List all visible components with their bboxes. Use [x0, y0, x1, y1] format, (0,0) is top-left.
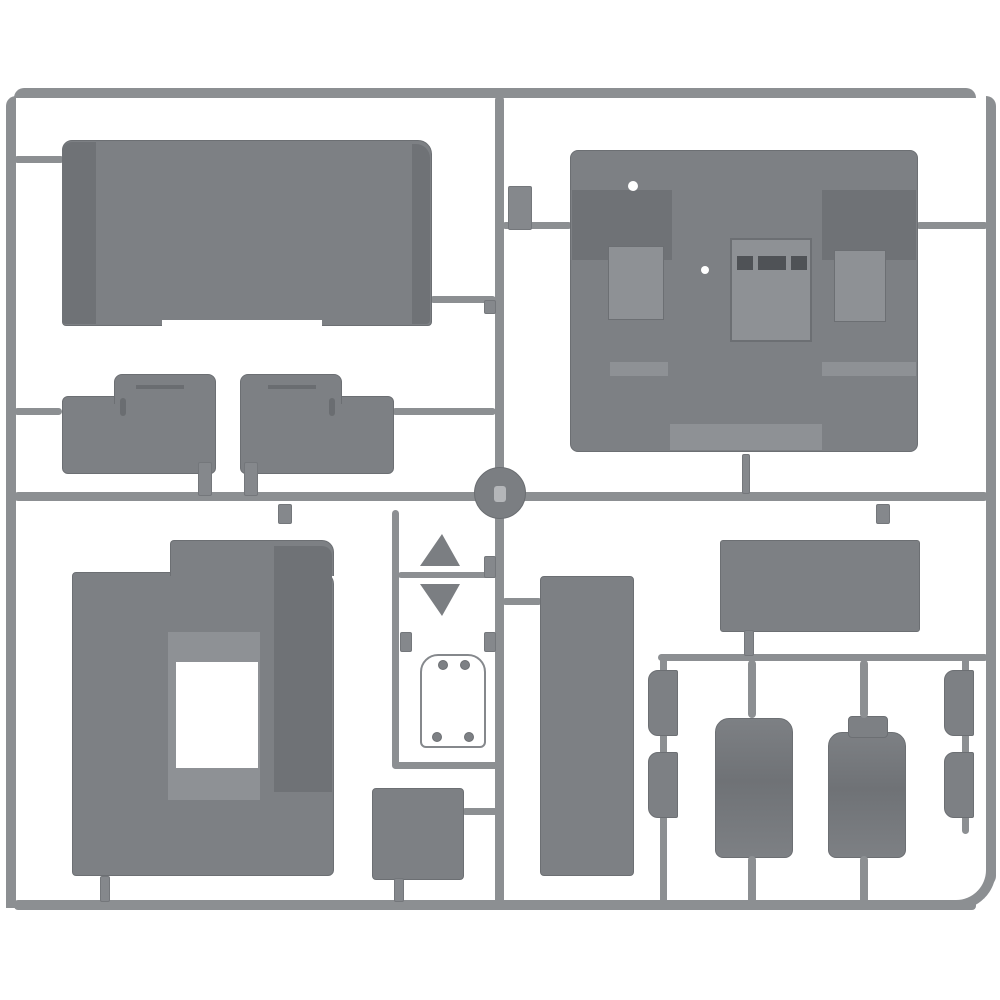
mirror-bracket-lower: [420, 584, 460, 616]
gate-7: [876, 504, 890, 524]
door-gate-right: [244, 462, 258, 496]
seat-right: [828, 732, 906, 858]
runner-small-mid: [398, 572, 498, 578]
mirror-bracket-upper: [420, 534, 460, 566]
bracket-left-1: [648, 670, 678, 736]
door-card-left-top: [114, 374, 216, 404]
bracket-right-2: [944, 752, 974, 818]
seat-right-stem-bottom: [860, 856, 868, 904]
cab-back-wall-window: [176, 662, 258, 768]
door-card-right-handle: [268, 385, 316, 389]
wire-handle-eye-2: [460, 660, 470, 670]
seat-left-stem-top: [748, 660, 756, 718]
cab-floor-step-right: [822, 362, 916, 376]
sprue-hub-pin: [494, 486, 506, 502]
cab-floor-hole-1: [628, 181, 638, 191]
gate-6: [400, 632, 412, 652]
runner-floor-right: [916, 222, 988, 229]
door-card-right: [240, 396, 394, 474]
gate-3: [278, 504, 292, 524]
runner-rear-panel-top: [14, 156, 64, 163]
wire-handle-eye-3: [432, 732, 442, 742]
cab-back-wall-side: [274, 546, 332, 792]
small-box-gate: [394, 878, 404, 902]
gate-5: [484, 632, 496, 652]
door-card-left: [62, 396, 216, 474]
roof-gate: [744, 630, 754, 656]
bracket-left-2: [648, 752, 678, 818]
runner-small-left: [392, 510, 399, 768]
rear-body-panel: [62, 140, 432, 326]
gate-8: [742, 454, 750, 494]
runner-left-door: [14, 408, 62, 415]
gate-9: [100, 876, 110, 902]
gate-4: [484, 556, 496, 578]
seat-left-stem-bottom: [748, 856, 756, 904]
cab-floor-vent-3: [791, 256, 807, 270]
roof-panel: [720, 540, 920, 632]
door-gate-left: [198, 462, 212, 496]
runner-rear-panel-right: [430, 296, 496, 303]
door-card-left-handle: [136, 385, 184, 389]
runner-box: [462, 808, 498, 815]
runner-small-bottom: [392, 762, 500, 769]
runner-seats-right-v: [962, 654, 969, 834]
seat-right-stem-top: [860, 660, 868, 718]
seat-right-headrest: [848, 716, 888, 738]
sprue-frame-right: [986, 96, 996, 886]
runner-seats: [658, 654, 988, 661]
wire-handle: [420, 654, 486, 748]
rear-body-panel-side-left: [62, 142, 96, 324]
runner-door-right: [392, 408, 496, 415]
door-card-right-lock: [329, 398, 335, 416]
side-panel-long: [540, 576, 634, 876]
wire-handle-eye-4: [464, 732, 474, 742]
runner-side-panel: [502, 598, 542, 605]
rear-body-panel-notch: [162, 320, 322, 327]
bracket-right-1: [944, 670, 974, 736]
cab-floor-hole-2: [701, 266, 709, 274]
door-card-right-top: [240, 374, 342, 404]
cab-floor-pedal-box: [730, 238, 812, 342]
cab-floor-step-left: [610, 362, 668, 376]
runner-floor-left: [502, 222, 572, 229]
sprue-frame-left: [6, 96, 16, 908]
cab-floor-front-lip: [670, 424, 822, 450]
gate-1: [484, 300, 496, 314]
cab-floor-well-right: [822, 190, 916, 260]
cab-floor-vent-1: [737, 256, 753, 270]
sprue-frame-top: [14, 88, 976, 98]
cab-floor-vent-2: [758, 256, 786, 270]
seat-left: [715, 718, 793, 858]
wire-handle-eye-1: [438, 660, 448, 670]
cab-floor-seat-mount-right: [834, 250, 886, 322]
door-card-left-lock: [120, 398, 126, 416]
small-box-panel: [372, 788, 464, 880]
gate-2: [508, 186, 532, 230]
rear-body-panel-side-right: [412, 144, 430, 324]
sprue-frame-corner-br: [948, 860, 996, 910]
cab-floor-seat-mount-left: [608, 246, 664, 320]
